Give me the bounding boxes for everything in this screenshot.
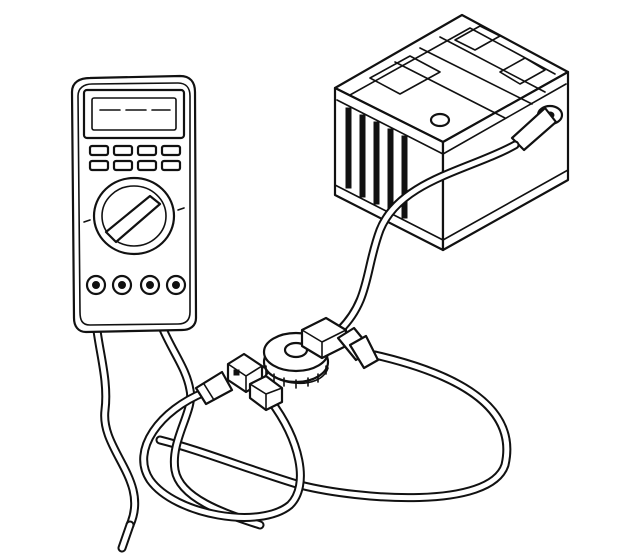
multimeter-buttons [88, 144, 182, 172]
multimeter-dial [83, 176, 185, 256]
connector-left [194, 352, 284, 412]
multimeter [70, 74, 198, 334]
battery-vent-cap [429, 112, 451, 128]
battery-cell-stripes [345, 107, 408, 219]
connectors [194, 316, 380, 412]
battery-terminal [510, 104, 564, 152]
multimeter-jacks [85, 274, 187, 296]
connector-upper [300, 316, 380, 370]
battery [333, 13, 570, 252]
multimeter-display [82, 88, 186, 140]
